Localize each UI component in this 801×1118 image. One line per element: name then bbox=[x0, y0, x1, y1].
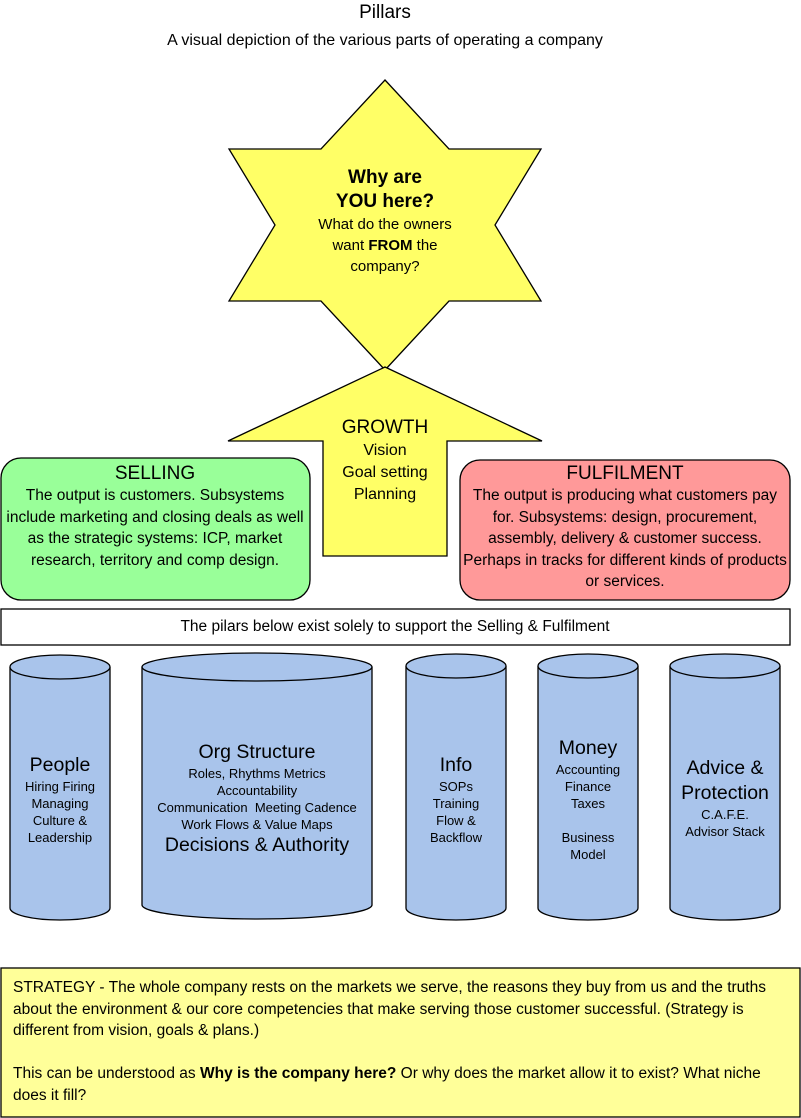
support-banner-box bbox=[0, 608, 791, 646]
strategy-question-post: Or why does the market allow it to exist… bbox=[13, 1065, 761, 1104]
why-star-body-2: want FROM the bbox=[290, 235, 480, 256]
pillar-org-footer: Decisions & Authority bbox=[164, 834, 350, 856]
growth-text: GROWTH Vision Goal setting Planning bbox=[320, 416, 450, 506]
pillar-org-heading: Org Structure bbox=[198, 741, 316, 763]
selling-heading: SELLING bbox=[114, 463, 196, 484]
pillar-org-line: Communication Meeting Cadence bbox=[157, 800, 357, 815]
fulfilment-text: FULFILMENT The output is producing what … bbox=[462, 462, 788, 593]
pillar-advice-heading-2: Protection bbox=[681, 782, 769, 804]
strategy-body: The whole company rests on the markets w… bbox=[13, 979, 766, 1039]
pillar-org-line: Work Flows & Value Maps bbox=[181, 817, 333, 832]
strategy-box bbox=[0, 967, 801, 1118]
pillar-money-line bbox=[538, 812, 638, 829]
why-star-text: Why are YOU here? What do the owners wan… bbox=[290, 166, 480, 277]
strategy-gap bbox=[13, 1042, 793, 1064]
pillar-info-line: Flow & bbox=[436, 813, 476, 828]
selling-text: SELLING The output is customers. Subsyst… bbox=[3, 462, 307, 571]
fulfilment-box bbox=[459, 459, 791, 601]
growth-item-planning: Planning bbox=[353, 486, 417, 503]
why-star-body-3: company? bbox=[350, 258, 420, 275]
fulfilment-body: The output is producing what customers p… bbox=[463, 487, 787, 590]
why-star-heading-2: YOU here? bbox=[335, 191, 435, 212]
pillar-info-line: Training bbox=[432, 796, 480, 811]
pillar-advice-heading-1: Advice & bbox=[686, 757, 764, 779]
pillar-money-cylinder bbox=[537, 653, 639, 921]
strategy-paragraph: STRATEGY - The whole company rests on th… bbox=[13, 977, 793, 1042]
strategy-question: This can be understood as Why is the com… bbox=[13, 1063, 793, 1106]
support-banner-text: The pilars below exist solely to support… bbox=[180, 618, 610, 635]
why-star-body-2-post: the bbox=[412, 237, 438, 254]
pillar-people-line: Leadership bbox=[27, 830, 93, 845]
pillar-info-heading: Info bbox=[439, 754, 473, 776]
pillar-money-heading: Money bbox=[558, 737, 618, 759]
fulfilment-heading: FULFILMENT bbox=[566, 463, 684, 484]
growth-item-goal-setting: Goal setting bbox=[342, 464, 428, 481]
why-star-body-2-pre: want bbox=[332, 237, 369, 254]
pillar-advice-cylinder bbox=[669, 653, 781, 921]
pillar-people-text: People Hiring Firing Managing Culture & … bbox=[10, 753, 110, 846]
strategy-text: STRATEGY - The whole company rests on th… bbox=[13, 977, 793, 1106]
why-star-body-1: What do the owners bbox=[318, 216, 452, 233]
growth-item-vision: Vision bbox=[363, 442, 407, 459]
pillar-money-line: Finance bbox=[564, 779, 612, 794]
pillar-info-cylinder bbox=[405, 653, 507, 921]
pillar-money-line: Taxes bbox=[571, 796, 605, 811]
why-star-heading-1: Why are bbox=[348, 167, 422, 188]
pillar-org-line: Roles, Rhythms Metrics bbox=[188, 766, 326, 781]
pillar-people-line: Culture & bbox=[32, 813, 88, 828]
selling-body: The output is customers. Subsystems incl… bbox=[6, 487, 304, 569]
pillar-info-line: Backflow bbox=[429, 830, 483, 845]
strategy-question-bold: Why is the company here? bbox=[199, 1065, 397, 1082]
strategy-label: STRATEGY - bbox=[13, 979, 105, 996]
page-title: Pillars bbox=[359, 2, 411, 23]
pillar-people-cylinder bbox=[9, 654, 111, 921]
strategy-question-pre: This can be understood as bbox=[13, 1065, 200, 1082]
page-subtitle: A visual depiction of the various parts … bbox=[167, 32, 603, 49]
pillar-money-line: Accounting bbox=[555, 762, 621, 777]
pillar-money-text: Money Accounting Finance Taxes Business … bbox=[538, 736, 638, 863]
pillar-advice-line: C.A.F.E. bbox=[701, 807, 749, 822]
growth-arrow-shape bbox=[227, 366, 543, 557]
pillar-people-heading: People bbox=[29, 754, 91, 776]
pillar-people-line: Hiring Firing bbox=[24, 779, 96, 794]
why-star-body-2-bold: FROM bbox=[368, 237, 413, 254]
pillar-money-line: Business bbox=[561, 830, 615, 845]
pillar-org-cylinder bbox=[141, 652, 373, 920]
pillar-org-line: Accountability bbox=[216, 783, 298, 798]
selling-box bbox=[0, 457, 311, 601]
pillar-info-line: SOPs bbox=[439, 779, 473, 794]
pillar-org-text: Org Structure Roles, Rhythms Metrics Acc… bbox=[142, 740, 372, 858]
pillar-people-line: Managing bbox=[31, 796, 89, 811]
pillar-info-text: Info SOPs Training Flow & Backflow bbox=[406, 753, 506, 846]
pillar-money-line: Model bbox=[570, 847, 606, 862]
pillar-advice-text: Advice & Protection C.A.F.E. Advisor Sta… bbox=[670, 756, 780, 840]
pillar-advice-line: Advisor Stack bbox=[685, 824, 765, 839]
growth-heading: GROWTH bbox=[341, 417, 429, 438]
